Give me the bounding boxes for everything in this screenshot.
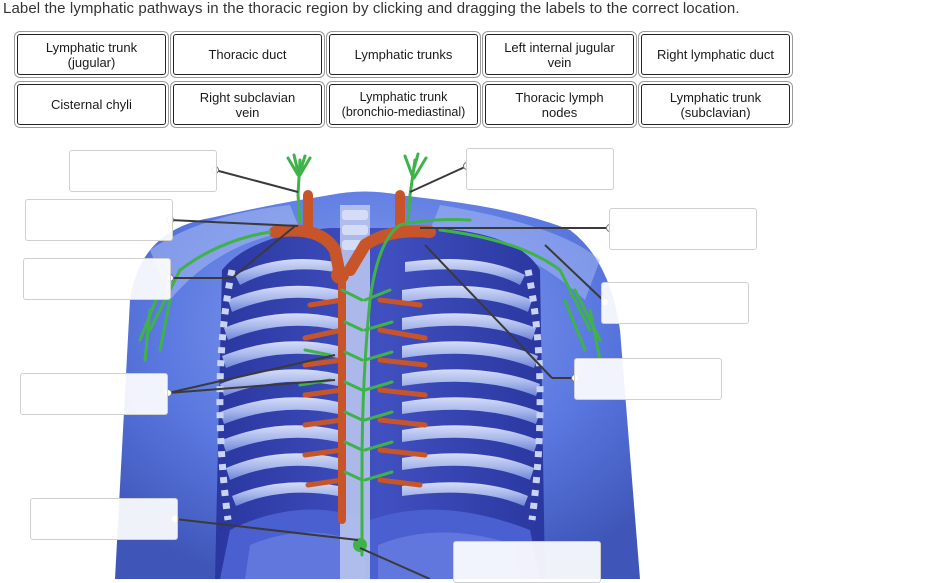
right-ribs [402,258,540,506]
leader-lines [167,165,610,579]
label-text: Right lymphatic duct [656,47,775,62]
drop-zone-7[interactable] [609,208,757,250]
label-right-lymphatic-duct[interactable]: Right lymphatic duct [641,34,790,75]
drop-zone-1[interactable] [69,150,217,192]
label-text: Lymphatic trunks [354,47,453,62]
label-text: Lymphatic trunk (bronchio-mediastinal) [341,89,466,119]
label-left-internal-jugular-vein[interactable]: Left internal jugular vein [485,34,634,75]
label-text: Thoracic lymph nodes [515,89,604,120]
drop-zone-10[interactable] [453,541,601,583]
lymphatic-vessels [138,152,602,557]
label-cisternal-chyli[interactable]: Cisternal chyli [17,84,166,125]
label-text: Right subclavian vein [199,89,296,120]
label-lymphatic-trunk-bronchio-mediastinal[interactable]: Lymphatic trunk (bronchio-mediastinal) [329,84,478,125]
drop-zone-9[interactable] [574,358,722,400]
label-text: Lymphatic trunk (jugular) [45,39,138,70]
label-text: Left internal jugular vein [504,39,615,70]
label-text: Lymphatic trunk (subclavian) [669,89,762,120]
drop-zone-3[interactable] [23,258,171,300]
instruction-text: Label the lymphatic pathways in the thor… [3,0,740,17]
label-lymphatic-trunks[interactable]: Lymphatic trunks [329,34,478,75]
label-thoracic-duct[interactable]: Thoracic duct [173,34,322,75]
label-thoracic-lymph-nodes[interactable]: Thoracic lymph nodes [485,84,634,125]
drop-zone-4[interactable] [20,373,168,415]
drop-zone-6[interactable] [466,148,614,190]
label-lymphatic-trunk-jugular[interactable]: Lymphatic trunk (jugular) [17,34,166,75]
label-lymphatic-trunk-subclavian[interactable]: Lymphatic trunk (subclavian) [641,84,790,125]
drop-zone-8[interactable] [601,282,749,324]
label-text: Thoracic duct [208,47,287,62]
left-ribs [220,258,338,506]
label-right-subclavian-vein[interactable]: Right subclavian vein [173,84,322,125]
drop-zone-2[interactable] [25,199,173,241]
drop-zone-5[interactable] [30,498,178,540]
label-text: Cisternal chyli [51,97,132,112]
